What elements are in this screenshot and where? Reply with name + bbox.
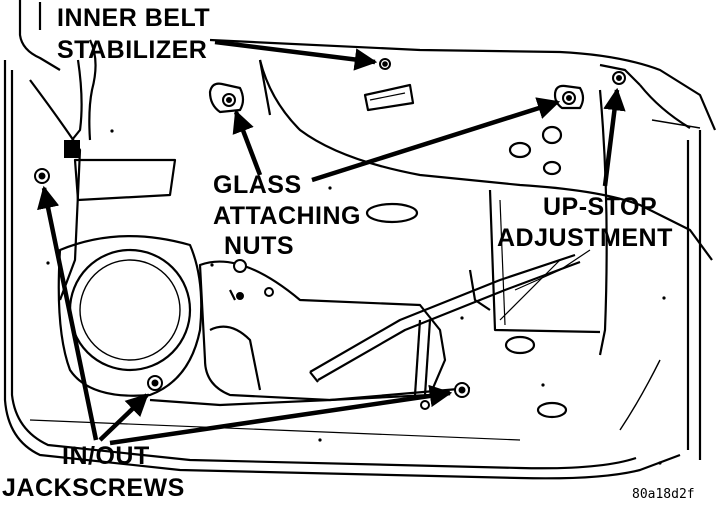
arrow-jackscrew-right	[109, 384, 453, 446]
callout-glass-attaching-nuts: GLASS ATTACHING NUTS	[213, 171, 361, 260]
arrow-jackscrew-upper	[37, 185, 99, 441]
label-in-out: IN/OUT	[62, 442, 150, 470]
fasteners	[34, 58, 626, 410]
door-panel-outline	[3, 0, 717, 480]
arrow-jackscrew-lower	[98, 393, 149, 442]
label-adjustment: ADJUSTMENT	[497, 224, 673, 252]
callout-inner-belt-stabilizer: INNER BELT STABILIZER	[57, 4, 210, 64]
figure-code: 80a18d2f	[632, 487, 695, 502]
label-glass: GLASS	[213, 171, 302, 199]
label-attaching: ATTACHING	[213, 202, 361, 230]
label-stabilizer: STABILIZER	[57, 36, 207, 64]
label-up-stop: UP-STOP	[543, 193, 657, 221]
callout-up-stop-adjustment: UP-STOP ADJUSTMENT	[497, 193, 673, 252]
callout-arrows	[37, 39, 626, 446]
arrow-glass-nut-right	[311, 97, 561, 183]
label-jackscrews: JACKSCREWS	[2, 474, 185, 502]
arrow-stabilizer	[214, 39, 378, 71]
arrow-glass-nut-left	[232, 109, 263, 176]
panel-rivets	[46, 129, 666, 465]
arrow-up-stop	[602, 87, 626, 187]
label-nuts: NUTS	[224, 232, 294, 260]
label-inner-belt: INNER BELT	[57, 4, 210, 32]
callout-in-out-jackscrews: IN/OUT JACKSCREWS	[2, 442, 185, 502]
